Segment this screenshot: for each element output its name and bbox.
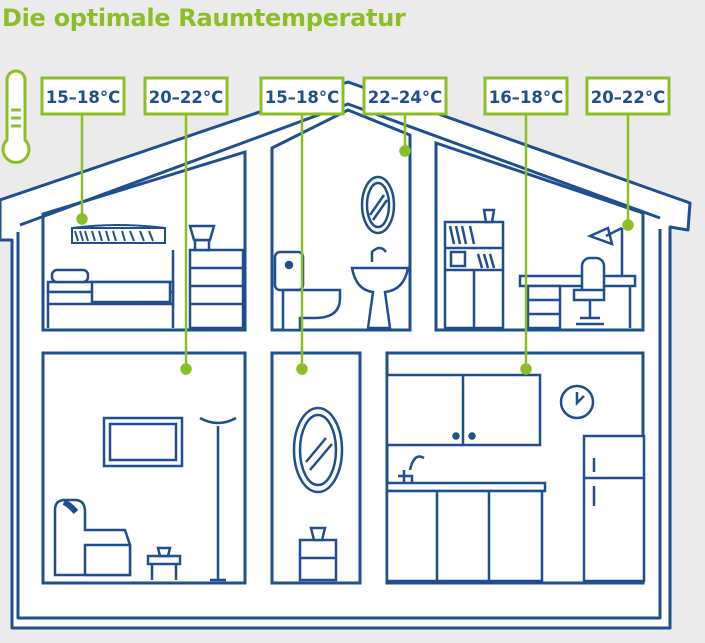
temp-label-flur: 15–18°C xyxy=(259,76,345,116)
desk xyxy=(518,274,637,330)
study-shelf xyxy=(443,208,505,330)
room-schlafzimmer xyxy=(41,149,247,332)
hall-cabinet xyxy=(298,526,338,582)
svg-text:15–18°C: 15–18°C xyxy=(46,88,121,107)
refrigerator xyxy=(582,434,646,583)
room-wohnzimmer xyxy=(41,351,247,585)
svg-text:22–24°C: 22–24°C xyxy=(368,88,443,107)
temp-label-kueche: 16–18°C xyxy=(483,76,569,116)
side-table xyxy=(146,546,182,580)
bed xyxy=(46,250,175,328)
floor-lamp xyxy=(199,416,237,582)
desk-lamp xyxy=(586,226,624,276)
connector-lines xyxy=(76,114,634,375)
hall-mirror xyxy=(292,406,344,494)
office-chair xyxy=(572,256,606,326)
room-flur xyxy=(270,351,362,585)
wall-clock xyxy=(559,384,595,420)
svg-text:16–18°C: 16–18°C xyxy=(489,88,564,107)
bookshelf xyxy=(71,224,166,244)
temp-label-arbeitszimmer: 20–22°C xyxy=(585,76,671,116)
dresser xyxy=(188,224,245,330)
toilet xyxy=(273,250,342,332)
room-frames xyxy=(41,108,645,585)
page-title: Die optimale Raumtemperatur xyxy=(2,4,406,32)
temp-label-schlafzimmer: 15–18°C xyxy=(40,76,126,116)
picture-frame xyxy=(102,416,184,468)
sink xyxy=(350,246,410,330)
temp-label-wohnzimmer: 20–22°C xyxy=(143,76,229,116)
thermometer-icon xyxy=(1,69,31,164)
svg-text:15–18°C: 15–18°C xyxy=(265,88,340,107)
svg-text:20–22°C: 20–22°C xyxy=(149,88,224,107)
temp-label-badezimmer: 22–24°C xyxy=(362,76,448,116)
kitchen-counter xyxy=(385,455,547,583)
room-arbeitszimmer xyxy=(434,140,645,332)
room-badezimmer xyxy=(270,108,412,332)
armchair xyxy=(53,498,132,577)
svg-text:20–22°C: 20–22°C xyxy=(591,88,666,107)
upper-cabinets xyxy=(385,373,542,447)
bath-mirror xyxy=(360,175,396,235)
